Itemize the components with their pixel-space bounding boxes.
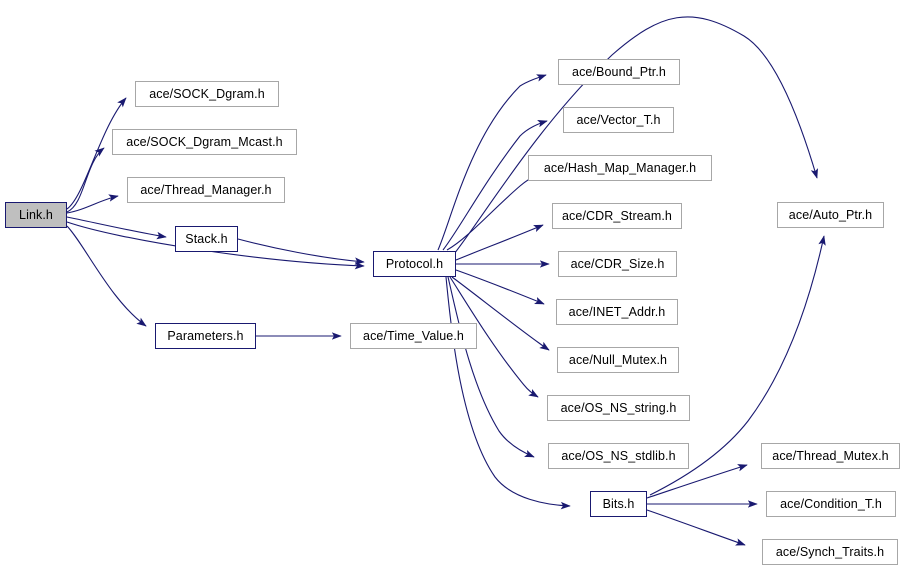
node-cdr_size[interactable]: ace/CDR_Size.h [558, 251, 677, 277]
node-bound_ptr[interactable]: ace/Bound_Ptr.h [558, 59, 680, 85]
node-time_value[interactable]: ace/Time_Value.h [350, 323, 477, 349]
node-label-vector_t: ace/Vector_T.h [576, 112, 661, 127]
edge-protocol-to-os_ns_string [449, 276, 539, 398]
node-label-thread_manager: ace/Thread_Manager.h [140, 182, 272, 197]
edge-protocol-to-bound_ptr [437, 74, 547, 251]
edge-bits-to-thread_mutex [646, 464, 748, 499]
edge-bits-to-synch_traits [646, 509, 746, 546]
node-label-cdr_stream: ace/CDR_Stream.h [562, 208, 672, 223]
edge-link-to-stack [66, 216, 167, 240]
node-protocol[interactable]: Protocol.h [373, 251, 456, 277]
edge-protocol-to-vector_t [442, 120, 548, 251]
edge-protocol-to-inet_addr [455, 269, 545, 305]
node-label-bound_ptr: ace/Bound_Ptr.h [572, 64, 666, 79]
edge-protocol-to-cdr_stream [455, 224, 544, 261]
node-thread_manager[interactable]: ace/Thread_Manager.h [127, 177, 285, 203]
node-hash_map[interactable]: ace/Hash_Map_Manager.h [528, 155, 712, 181]
node-label-os_ns_stdlib: ace/OS_NS_stdlib.h [561, 448, 676, 463]
edge-link-to-parameters [66, 225, 147, 327]
node-parameters[interactable]: Parameters.h [155, 323, 256, 349]
node-sock_dgram[interactable]: ace/SOCK_Dgram.h [135, 81, 279, 107]
edge-protocol-to-null_mutex [451, 276, 550, 351]
node-auto_ptr[interactable]: ace/Auto_Ptr.h [777, 202, 884, 228]
node-label-auto_ptr: ace/Auto_Ptr.h [788, 207, 873, 222]
node-synch_traits[interactable]: ace/Synch_Traits.h [762, 539, 898, 565]
node-stack[interactable]: Stack.h [175, 226, 238, 252]
node-link[interactable]: Link.h [5, 202, 67, 228]
node-inet_addr[interactable]: ace/INET_Addr.h [556, 299, 678, 325]
node-sock_dgram_mcast[interactable]: ace/SOCK_Dgram_Mcast.h [112, 129, 297, 155]
node-label-condition_t: ace/Condition_T.h [780, 496, 882, 511]
node-label-sock_dgram: ace/SOCK_Dgram.h [149, 86, 265, 101]
node-label-parameters: Parameters.h [167, 328, 244, 343]
node-label-cdr_size: ace/CDR_Size.h [570, 256, 665, 271]
edge-bits-to-auto_ptr [649, 235, 826, 496]
node-label-synch_traits: ace/Synch_Traits.h [775, 544, 885, 559]
node-label-thread_mutex: ace/Thread_Mutex.h [772, 448, 889, 463]
node-cdr_stream[interactable]: ace/CDR_Stream.h [552, 203, 682, 229]
node-label-os_ns_string: ace/OS_NS_string.h [560, 400, 677, 415]
node-os_ns_string[interactable]: ace/OS_NS_string.h [547, 395, 690, 421]
edge-stack-to-protocol [237, 238, 365, 265]
node-os_ns_stdlib[interactable]: ace/OS_NS_stdlib.h [548, 443, 689, 469]
node-label-link: Link.h [19, 207, 53, 222]
node-label-bits: Bits.h [602, 496, 635, 511]
node-label-sock_dgram_mcast: ace/SOCK_Dgram_Mcast.h [126, 134, 283, 149]
node-label-hash_map: ace/Hash_Map_Manager.h [543, 160, 697, 175]
edge-protocol-to-bits [445, 276, 571, 510]
node-label-protocol: Protocol.h [385, 256, 444, 271]
node-bits[interactable]: Bits.h [590, 491, 647, 517]
node-label-stack: Stack.h [185, 231, 228, 246]
node-thread_mutex[interactable]: ace/Thread_Mutex.h [761, 443, 900, 469]
edges-group [66, 16, 826, 546]
node-label-time_value: ace/Time_Value.h [363, 328, 464, 343]
edge-link-to-sock_dgram_mcast [66, 147, 105, 213]
node-label-null_mutex: ace/Null_Mutex.h [568, 352, 668, 367]
edge-protocol-to-os_ns_stdlib [447, 276, 535, 458]
edge-protocol-to-auto_ptr [453, 16, 819, 255]
node-label-inet_addr: ace/INET_Addr.h [568, 304, 666, 319]
edge-protocol-to-hash_map [446, 172, 541, 251]
node-vector_t[interactable]: ace/Vector_T.h [563, 107, 674, 133]
edge-link-to-sock_dgram [66, 97, 127, 210]
node-condition_t[interactable]: ace/Condition_T.h [766, 491, 896, 517]
node-null_mutex[interactable]: ace/Null_Mutex.h [557, 347, 679, 373]
edge-link-to-thread_manager [66, 194, 119, 214]
